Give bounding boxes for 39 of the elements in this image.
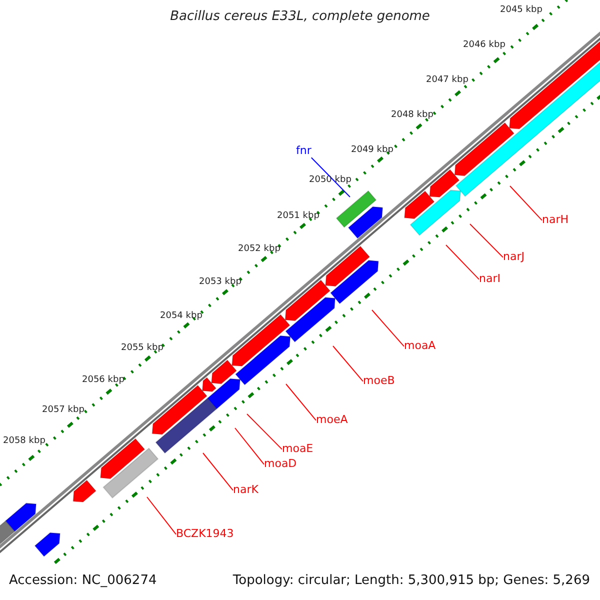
leader-line [372,310,404,347]
leader-line [470,224,504,258]
gene-label: BCZK1943 [176,528,234,541]
gene-label: fnr [296,145,312,158]
leader-line [446,244,480,280]
accession-label: Accession: NC_006274 [9,574,157,589]
gene-label: moeB [363,375,395,388]
scale-label: 2045 kbp [500,5,542,16]
genome-info-label: Topology: circular; Length: 5,300,915 bp; Genes: 5,269 [232,574,590,589]
title: Bacillus cereus E33L, complete genome [169,10,431,25]
scale-label: 2058 kbp [3,436,46,446]
scale-label: 2049 kbp [351,145,394,156]
leader-line [146,496,176,535]
gene-label: moaD [264,458,297,471]
gene-label: narH [542,214,569,227]
scale-label: 2053 kbp [199,277,242,288]
leader-line [310,157,350,198]
leader-line [234,428,264,465]
leader-line [202,452,234,491]
scale-label: 2051 kbp [277,211,320,222]
gene-label: moaE [282,443,314,456]
gene-label: moaA [404,340,436,353]
scale-label: 2055 kbp [121,343,164,354]
gene-label: narI [479,273,500,286]
leader-line [510,186,542,221]
scale-label: 2057 kbp [42,405,84,416]
gene-label: moeA [316,414,348,427]
leader-line [246,414,282,450]
scale-label: 2052 kbp [238,244,280,254]
leader-line [332,346,364,382]
leader-line [286,384,316,421]
scale-label: 2046 kbp [463,40,506,50]
gene-label: narK [233,484,258,497]
scale-label: 2054 kbp [160,311,202,322]
scale-label: 2048 kbp [391,110,434,120]
gene-label: narJ [503,251,524,264]
scale-label: 2056 kbp [82,375,124,386]
scale-label: 2047 kbp [426,75,468,86]
scale-label: 2050 kbp [309,175,352,186]
